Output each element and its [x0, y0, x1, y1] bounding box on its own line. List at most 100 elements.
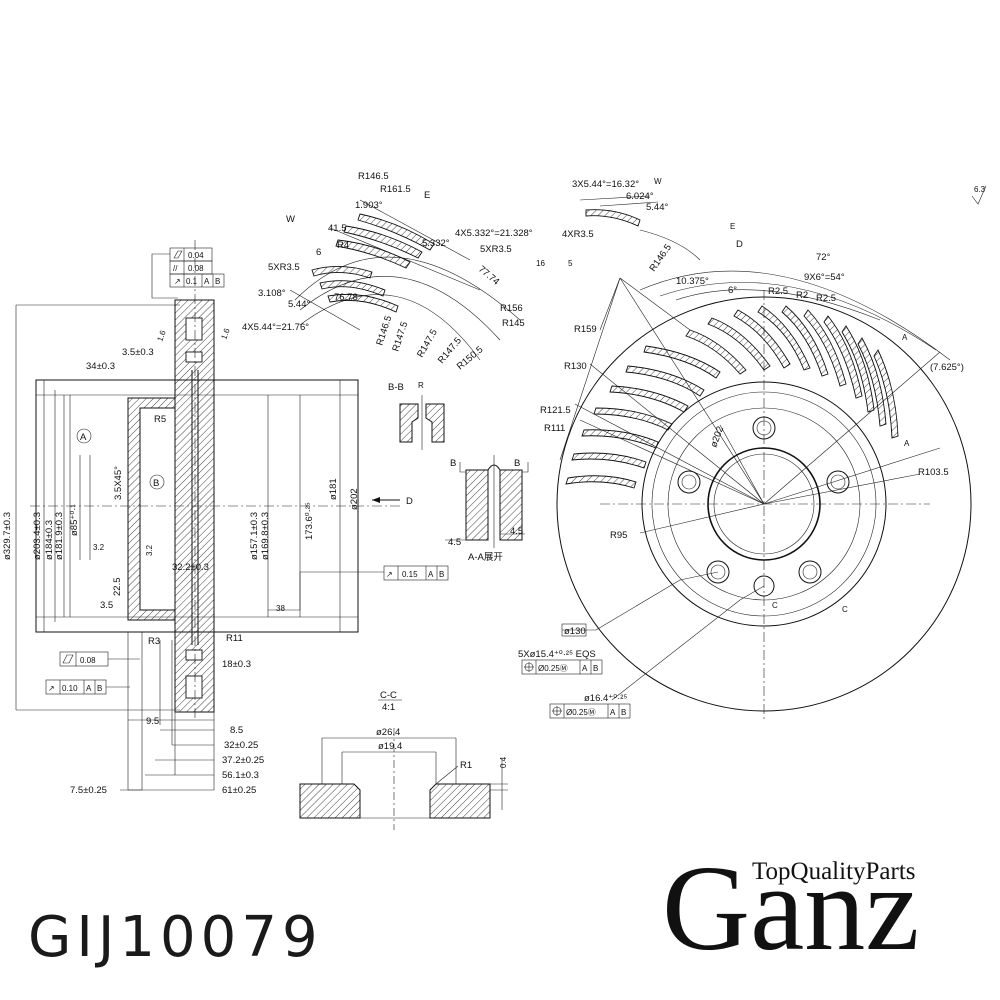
detail-aa-b-right: B: [514, 458, 520, 469]
front-v5: 5: [568, 259, 573, 268]
sector-r146-5b: R146.5: [374, 314, 394, 347]
dim-181: ø181: [328, 478, 339, 500]
sector-r5xr35: 5XR3.5: [480, 244, 512, 255]
sector-a4x5332: 4X5.332°=21.328°: [455, 228, 533, 239]
front-a6: 6°: [728, 285, 737, 296]
detail-cc-title: C-C: [380, 690, 397, 701]
sector-r156: R156: [500, 303, 523, 314]
front-d202: ø202: [708, 425, 726, 449]
detail-aa-b-left: B: [450, 458, 456, 469]
flatness-bottom: 0.08: [80, 656, 96, 665]
sector-a1903: 1.903°: [355, 200, 383, 211]
sector-r4: R4: [337, 240, 349, 251]
runout-mid: 0.15: [402, 570, 418, 579]
sector-r5xr35b: 5XR3.5: [268, 262, 300, 273]
detail-a-a: B B 4.5 4.5 A-A展开: [445, 455, 529, 563]
front-a10375: 10.375°: [676, 276, 709, 287]
roughness-symbol: 6.3: [971, 185, 987, 205]
sector-r147-5b: R147.5: [415, 327, 440, 359]
svg-text:↗: ↗: [48, 684, 55, 693]
front-pos-center: Ø0.25Ⓜ: [566, 708, 596, 717]
dim-34: 34±0.3: [86, 361, 115, 372]
runout-mid-a: A: [428, 570, 434, 579]
detail-aa-w1: 4.5: [448, 537, 461, 548]
front-a72: 72°: [816, 252, 831, 263]
front-pos-holes-a: A: [582, 664, 588, 673]
dim-3-5b: 3.5: [100, 600, 113, 611]
dim-181-9: ø181.9±0.3: [54, 512, 65, 560]
r3: R3: [148, 636, 160, 647]
tol-1-6b: 1.6: [219, 327, 231, 341]
svg-text://: //: [173, 264, 178, 273]
detail-cc-scale: 4:1: [382, 702, 395, 713]
tolerance-frame-mid: ↗ 0.15 A B: [383, 565, 449, 581]
svg-text:↗: ↗: [174, 277, 181, 286]
detail-b-b: B-B R: [388, 381, 445, 450]
view-d: D: [406, 496, 413, 507]
sector-v41-5: 41.5: [328, 223, 347, 234]
dim-61: 61±0.25: [222, 785, 256, 796]
sector-r150-5: R150.5: [455, 344, 486, 372]
tol-1-6a: 1.6: [155, 329, 167, 343]
front-sec-c2: C: [842, 605, 848, 614]
runout-top-a: A: [204, 277, 210, 286]
sector-a7678: 76.78: [334, 292, 358, 303]
front-r2-5a: R2.5: [768, 286, 788, 297]
dim-chamfer: 3.5X45°: [113, 466, 124, 500]
sector-r161-5: R161.5: [380, 184, 411, 195]
tolerance-frame-bottom: 0.08 ↗ 0.10 A B: [45, 651, 140, 695]
rough-3-2b: 3.2: [145, 544, 154, 556]
detail-cc-r1: R1: [460, 760, 472, 771]
dim-18: 18±0.3: [222, 659, 251, 670]
runout-top-b: B: [215, 277, 220, 286]
rough-3-2a: 3.2: [93, 543, 105, 552]
runout-bottom: 0.10: [62, 684, 78, 693]
front-pos-center-b: B: [621, 708, 626, 717]
front-r130: R130: [564, 361, 587, 372]
sector-e: E: [424, 190, 430, 201]
front-r121-5: R121.5: [540, 405, 571, 416]
brand-logo: Ganz: [662, 841, 920, 976]
front-r4xr35: 4XR3.5: [562, 229, 594, 240]
front-center-hole: ø16.4⁺⁰·²⁵: [584, 693, 627, 704]
front-r95: R95: [610, 530, 627, 541]
front-r146-5: R146.5: [647, 242, 674, 273]
detail-bb-r: R: [418, 381, 424, 390]
dim-202: ø202: [349, 488, 360, 510]
dim-9-5: 9.5: [146, 716, 159, 727]
brand-tagline: TopQualityParts: [752, 858, 916, 885]
sector-r145: R145: [502, 318, 525, 329]
dim-203: ø203.4±0.3: [32, 512, 43, 560]
sector-r6: 6: [316, 247, 321, 258]
dim-22-5: 22.5: [112, 578, 123, 597]
svg-text:↗: ↗: [386, 570, 393, 579]
detail-bb-title: B-B: [388, 382, 404, 393]
front-sec-a1: A: [902, 333, 908, 342]
front-e: E: [730, 222, 735, 231]
parallel-top: 0.08: [188, 264, 204, 273]
dim-3-5: 3.5±0.3: [122, 347, 154, 358]
sector-w: W: [286, 214, 295, 225]
detail-aa-w2: 4.5: [510, 526, 523, 537]
r5: R5: [154, 414, 166, 425]
detail-c-c: C-C 4:1 ø26.4 ø19.4 R1 0.4: [299, 690, 508, 830]
dim-7-5: 7.5±0.25: [70, 785, 107, 796]
front-pos-holes-b: B: [593, 664, 598, 673]
detail-aa-title: A-A展开: [468, 552, 503, 563]
dim-8-5: 8.5: [230, 725, 243, 736]
front-a6024: 6.024°: [626, 191, 654, 202]
front-a544: 5.44°: [646, 202, 668, 213]
front-view: 3X5.44°=16.32° W 6.024° 5.44° 4XR3.5 R14…: [518, 177, 972, 720]
front-r103-5: R103.5: [918, 467, 949, 478]
sector-r146-5: R146.5: [358, 171, 389, 182]
sector-a544: 5.44°: [288, 299, 310, 310]
ang-38: 38: [276, 604, 285, 613]
sector-a7774: 77.74: [476, 264, 501, 288]
dim-173: 173.6⁰·²⁵: [304, 502, 315, 540]
front-v16: 16: [536, 259, 545, 268]
front-r111: R111: [544, 423, 565, 434]
front-a3x544: 3X5.44°=16.32°: [572, 179, 639, 190]
datum-b: B: [153, 478, 159, 489]
sector-a5332: 5.332°: [422, 238, 450, 249]
